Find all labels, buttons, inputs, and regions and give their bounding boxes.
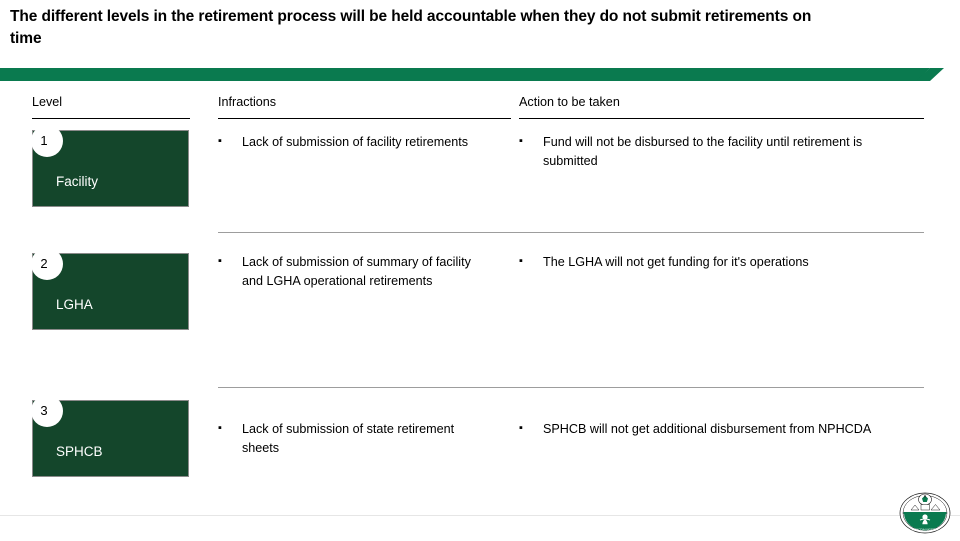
infraction-text-2: Lack of submission of summary of facilit… xyxy=(242,255,471,288)
level-number-3: 3 xyxy=(40,402,48,418)
level-label-1: Facility xyxy=(56,174,99,189)
level-label-2: LGHA xyxy=(56,297,93,312)
level-label-3: SPHCB xyxy=(56,444,103,459)
row-divider-1 xyxy=(218,232,924,233)
accent-bar xyxy=(0,68,930,81)
action-cell-3: ▪ SPHCB will not get additional disburse… xyxy=(519,420,914,439)
bullet-icon: ▪ xyxy=(218,255,222,267)
page-title: The different levels in the retirement p… xyxy=(10,8,812,47)
level-number-1: 1 xyxy=(40,132,48,148)
column-header-infractions: Infractions xyxy=(218,95,277,109)
level-number-badge-1: 1 xyxy=(31,125,63,157)
levels-table: Level Infractions Action to be taken 1 F… xyxy=(0,86,960,496)
action-cell-2: ▪ The LGHA will not get funding for it's… xyxy=(519,253,914,272)
row-divider-2 xyxy=(218,387,924,388)
bullet-icon: ▪ xyxy=(519,422,523,434)
level-number-badge-3: 3 xyxy=(31,395,63,427)
bullet-icon: ▪ xyxy=(519,255,523,267)
infraction-cell-2: ▪ Lack of submission of summary of facil… xyxy=(218,253,493,291)
column-header-level: Level xyxy=(32,95,63,109)
level-number-2: 2 xyxy=(40,255,48,271)
bullet-icon: ▪ xyxy=(218,135,222,147)
infraction-cell-3: ▪ Lack of submission of state retirement… xyxy=(218,420,493,458)
level-number-badge-2: 2 xyxy=(31,248,63,280)
action-text-3: SPHCB will not get additional disburseme… xyxy=(543,422,872,436)
action-text-2: The LGHA will not get funding for it's o… xyxy=(543,255,809,269)
level-box-2[interactable]: 2 LGHA xyxy=(31,248,189,330)
level-box-3[interactable]: 3 SPHCB xyxy=(31,395,189,477)
action-text-1: Fund will not be disbursed to the facili… xyxy=(543,135,863,168)
infraction-cell-1: ▪ Lack of submission of facility retirem… xyxy=(218,133,493,152)
header-underline-action xyxy=(519,118,924,119)
bullet-icon: ▪ xyxy=(519,135,523,147)
bullet-icon: ▪ xyxy=(218,422,222,434)
level-box-1[interactable]: 1 Facility xyxy=(31,125,189,207)
infraction-text-3: Lack of submission of state retirement s… xyxy=(242,422,455,455)
infraction-text-1: Lack of submission of facility retiremen… xyxy=(242,135,469,149)
nphcda-emblem-icon: NPHCDA NIGERIA xyxy=(898,491,952,536)
column-header-action: Action to be taken xyxy=(519,95,620,109)
header-underline-level xyxy=(32,118,190,119)
svg-text:NPHCDA NIGERIA: NPHCDA NIGERIA xyxy=(912,527,939,531)
header-underline-infractions xyxy=(218,118,511,119)
action-cell-1: ▪ Fund will not be disbursed to the faci… xyxy=(519,133,914,171)
footer-divider xyxy=(0,515,960,516)
